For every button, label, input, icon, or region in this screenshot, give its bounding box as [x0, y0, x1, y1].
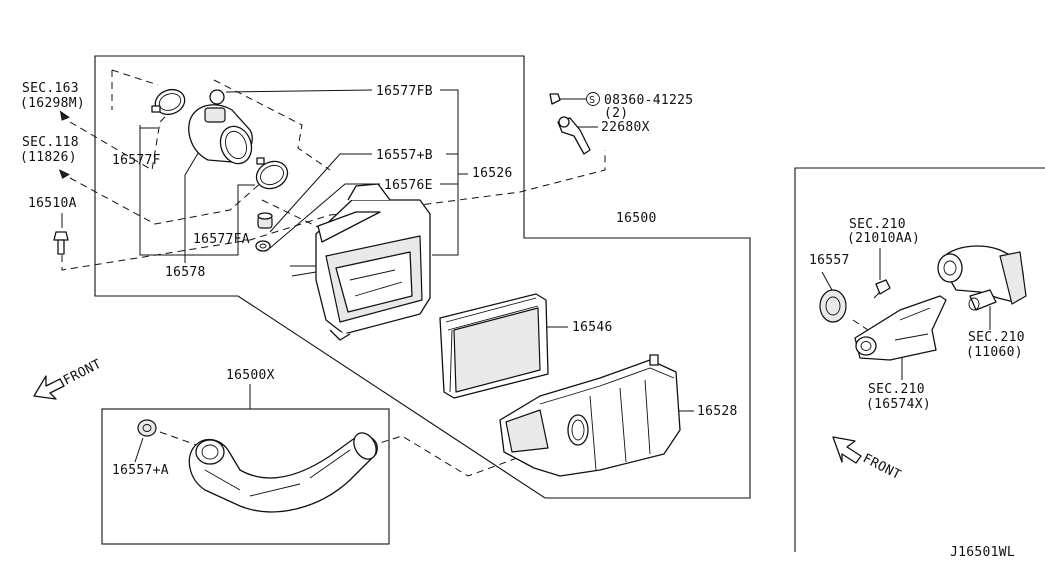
- part-16578-label: 16578: [165, 265, 206, 280]
- front-arrow-right: FRONT: [832, 436, 903, 483]
- bracket-16574X-icon: [854, 295, 947, 361]
- assembly-frame-16500: [94, 55, 751, 499]
- air-duct-16500X-icon: [188, 432, 378, 513]
- bolt-qty-label: (2): [604, 106, 628, 121]
- grommet-16557-icon: [819, 289, 847, 323]
- sec118-arrow-icon: [58, 169, 70, 179]
- part-16576E-label: 16576E: [384, 178, 433, 193]
- part-16557A-label: 16557+A: [112, 463, 169, 478]
- right-panel-frame: [794, 167, 1045, 552]
- maf-duct-16578-icon: [188, 89, 253, 165]
- part-16500-label: 16500: [616, 211, 657, 226]
- bolt-08360-icon: [549, 93, 561, 105]
- part-16526-label: 16526: [472, 166, 513, 181]
- bolt-code-label: 08360-41225: [604, 93, 693, 108]
- grommet-16557B-icon: [257, 212, 273, 229]
- sensor-22680X-icon: [557, 116, 591, 155]
- sec210b-ref-label: (11060): [966, 345, 1023, 360]
- sec210c-label: SEC.210: [868, 382, 925, 397]
- grommet-16557A-icon: [137, 419, 157, 437]
- air-cleaner-case-16528-icon: [499, 354, 681, 477]
- sec210a-ref-label: (21010AA): [847, 231, 920, 246]
- sec210b-label: SEC.210: [968, 330, 1025, 345]
- clamp-16577F-icon: [151, 88, 186, 116]
- front-right-label: FRONT: [860, 451, 903, 483]
- part-16577FA-label: 16577FA: [193, 232, 250, 247]
- sec163-ref-label: (16298M): [20, 96, 85, 111]
- part-16557B-label: 16557+B: [376, 148, 433, 163]
- sec210a-label: SEC.210: [849, 217, 906, 232]
- sec210c-ref-label: (16574X): [866, 397, 931, 412]
- bolt-sec210-icon: [873, 279, 891, 299]
- part-22680X-label: 22680X: [601, 120, 650, 135]
- clamp-16577FA-icon: [255, 157, 289, 190]
- sec118-ref-label: (11826): [20, 150, 77, 165]
- air-filter-16546-icon: [439, 293, 549, 399]
- sec163-label: SEC.163: [22, 81, 79, 96]
- water-outlet-sec210-icon: [937, 245, 1027, 311]
- bolt-16510A-icon: [53, 231, 69, 255]
- sec118-label: SEC.118: [22, 135, 79, 150]
- bolt-symbol-label: S: [589, 95, 595, 106]
- sec163-arrow-icon: [59, 110, 70, 121]
- part-16546-label: 16546: [572, 320, 613, 335]
- air-cleaner-cover-16526-icon: [290, 183, 431, 341]
- part-16500X-label: 16500X: [226, 368, 275, 383]
- part-16510A-label: 16510A: [28, 196, 77, 211]
- part-16577FB-label: 16577FB: [376, 84, 433, 99]
- part-16557-label: 16557: [809, 253, 850, 268]
- front-left-label: FRONT: [61, 357, 104, 389]
- front-arrow-left: FRONT: [33, 357, 104, 400]
- diagram-code-label: J16501WL: [950, 545, 1015, 560]
- nut-16576E-icon: [255, 240, 271, 252]
- part-16528-label: 16528: [697, 404, 738, 419]
- assembly-frame-16500X: [101, 408, 390, 545]
- bolt-circle-symbol: [586, 92, 600, 106]
